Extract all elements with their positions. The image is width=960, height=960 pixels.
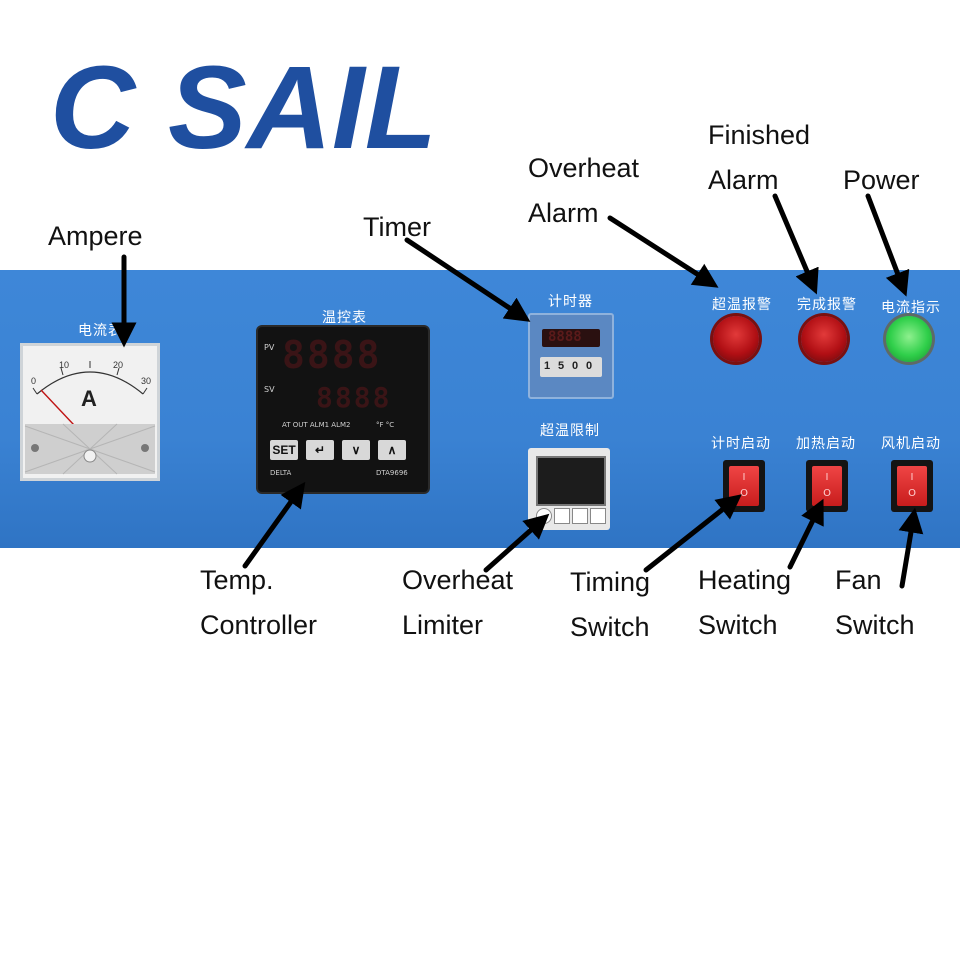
overheat-alarm-caption-line2: Alarm: [528, 198, 599, 228]
power-indicator-panel-label: 电流指示: [881, 300, 941, 316]
finished-alarm-caption-line2: Alarm: [708, 165, 779, 195]
ammeter-scale-20: 20: [113, 360, 124, 370]
ammeter: 0 10 20 30 A: [20, 343, 160, 481]
finished-alarm-panel-label: 完成报警: [797, 297, 857, 313]
overheat-alarm-panel-label: 超温报警: [712, 297, 772, 313]
temperature-units: °F °C: [376, 421, 395, 429]
overheat-limiter-caption-line1: Overheat: [402, 565, 514, 595]
power-caption: Power: [843, 165, 920, 195]
ammeter-scale-0: 0: [31, 376, 37, 386]
timer-dial-2[interactable]: 5: [558, 360, 565, 372]
fan-switch-caption-line1: Fan: [835, 565, 882, 595]
overheat-alarm-lamp: [713, 316, 759, 362]
set-key[interactable]: SET: [270, 440, 298, 460]
down-key[interactable]: ∨: [342, 440, 370, 460]
fan-switch-caption-line2: Switch: [835, 610, 915, 640]
limiter-screen: [536, 456, 606, 506]
limiter-key-3[interactable]: [572, 508, 588, 524]
fan-switch-panel-label: 风机启动: [881, 436, 941, 452]
ammeter-panel-label: 电流表: [78, 323, 123, 339]
c-sail-logo: C SAIL: [50, 42, 430, 160]
overheat-limiter-caption-line2: Limiter: [402, 610, 484, 640]
power-indicator-lamp: [886, 316, 932, 362]
limiter-key-2[interactable]: [554, 508, 570, 524]
overheat-limiter-panel-label: 超温限制: [540, 423, 600, 439]
finished-alarm-caption-line1: Finished: [708, 120, 811, 150]
timer-caption: Timer: [363, 212, 431, 242]
timing-switch-caption-line1: Timing: [570, 567, 651, 597]
pv-label: PV: [264, 343, 275, 352]
heating-switch-caption-line1: Heating: [698, 565, 792, 595]
ammeter-unit: A: [81, 386, 97, 411]
timer-dial-strip: [540, 357, 602, 377]
controller-model: DTA9696: [376, 469, 408, 477]
limiter-key-4[interactable]: [590, 508, 606, 524]
status-indicators: AT OUT ALM1 ALM2: [282, 421, 351, 429]
overheat-alarm-caption-line1: Overheat: [528, 153, 640, 183]
heating-switch-caption-line2: Switch: [698, 610, 778, 640]
timer-device: 8888 1 5 0 0: [528, 313, 614, 399]
sv-label: SV: [264, 385, 275, 394]
ammeter-scale-10: 10: [59, 360, 70, 370]
ammeter-scale-30: 30: [141, 376, 152, 386]
ammeter-dial: [24, 361, 156, 475]
timer-display: 8888: [548, 329, 582, 345]
enter-key[interactable]: ↵: [306, 440, 334, 460]
timer-panel-label: 计时器: [548, 294, 593, 310]
ampere-caption: Ampere: [48, 221, 143, 251]
up-key[interactable]: ∧: [378, 440, 406, 460]
overheat-limiter-device: [528, 448, 610, 530]
timer-display-window: 8888: [542, 329, 600, 347]
timing-switch-caption-line2: Switch: [570, 612, 650, 642]
temp-controller-caption-line1: Temp.: [200, 565, 274, 595]
pv-display: 8888: [282, 333, 382, 377]
heating-switch-panel-label: 加热启动: [796, 436, 856, 452]
sv-display: 8888: [316, 381, 392, 414]
temperature-controller: PV SV 8888 8888 AT OUT ALM1 ALM2 °F °C S…: [258, 327, 428, 492]
timer-dial-4[interactable]: 0: [586, 360, 593, 372]
controller-brand: DELTA: [270, 469, 292, 477]
temp-controller-panel-label: 温控表: [322, 310, 367, 326]
timing-switch-panel-label: 计时启动: [711, 436, 771, 452]
logo-text: C SAIL: [50, 42, 430, 160]
timer-dial-3[interactable]: 0: [572, 360, 579, 372]
timer-dial-1[interactable]: 1: [544, 360, 551, 372]
temp-controller-caption-line2: Controller: [200, 610, 318, 640]
limiter-key-1[interactable]: [536, 508, 552, 524]
finished-alarm-lamp: [801, 316, 847, 362]
